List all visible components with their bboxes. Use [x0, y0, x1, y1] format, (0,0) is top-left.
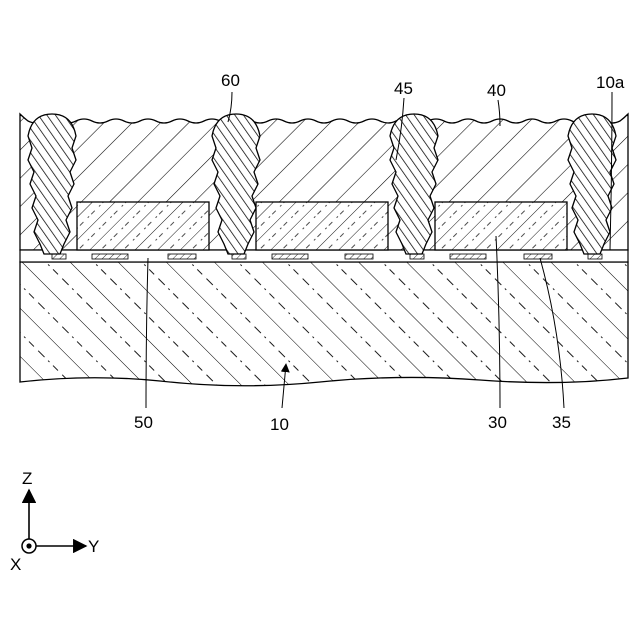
axis-indicator: Z Y X [10, 469, 99, 574]
chip-2 [256, 202, 388, 250]
label-10: 10 [270, 415, 289, 434]
label-60: 60 [221, 71, 240, 90]
axis-label-x: X [10, 555, 21, 574]
post-4 [568, 114, 616, 254]
chip-1 [77, 202, 209, 250]
label-50: 50 [134, 413, 153, 432]
substrate-region [20, 262, 628, 386]
label-40: 40 [487, 81, 506, 100]
post-2 [212, 114, 260, 254]
bond-layer [20, 250, 628, 262]
axis-label-z: Z [22, 469, 32, 488]
label-30: 30 [488, 413, 507, 432]
chips [77, 202, 567, 250]
post-1 [28, 114, 76, 254]
label-35: 35 [552, 413, 571, 432]
label-45: 45 [394, 79, 413, 98]
post-3 [390, 114, 438, 254]
label-10a: 10a [596, 73, 625, 92]
chip-3 [435, 202, 567, 250]
axis-label-y: Y [88, 537, 99, 556]
x-axis-dot-icon [26, 543, 31, 548]
